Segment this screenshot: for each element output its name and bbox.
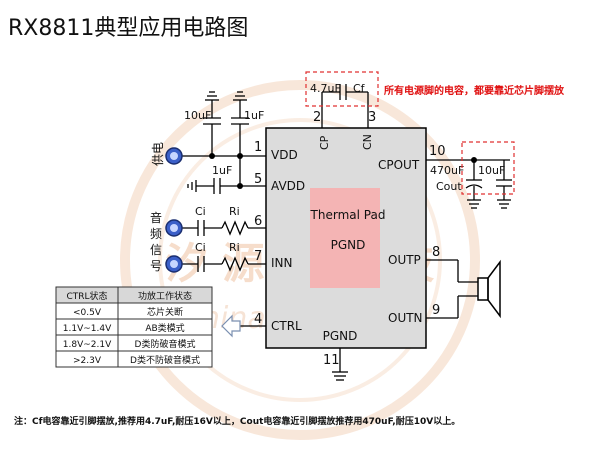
cap-avdd-label: 1uF [212,164,232,177]
pin-name-inn: INN [271,256,293,270]
junction-dot [237,183,243,189]
pin-number-9: 9 [432,303,440,318]
wires [178,84,512,381]
pin-name-cn: CN [361,134,374,150]
supply-label: 供电 [151,142,165,166]
pin-name-outp: OUTP [388,253,421,267]
table-header-ctrl: CTRL状态 [66,290,107,302]
pin-number-5: 5 [254,172,262,187]
junction-dot [237,153,243,159]
pin-number-3: 3 [368,110,376,125]
pin-name-ctrl: CTRL [271,319,302,333]
ci-label: Ci [195,241,206,254]
table-cell: 1.1V~1.4V [63,324,112,334]
table-cell: 1.8V~2.1V [63,340,112,350]
thermal-pad-label: Thermal Pad [310,208,386,222]
capacitor-placement-note: 所有电源脚的电容，都要靠近芯片脚摆放 [384,84,565,97]
table-cell: D类不防破音模式 [130,354,200,366]
ri-label: Ri [229,205,240,218]
audio-input-connector-icon[interactable] [165,219,183,237]
pin-number-2: 2 [313,110,321,125]
supply-connector-icon[interactable] [165,147,183,165]
speaker-icon [477,259,501,319]
pin-number-11: 11 [323,353,340,368]
table-cell: 芯片关断 [147,306,183,318]
audio-label-char: 号 [150,259,162,273]
pgnd-bottom-label: PGND [323,329,358,343]
pin-number-7: 7 [254,249,262,264]
cf-value-label: 4.7uF [310,82,341,95]
cout-value-label: 470uF [430,164,464,177]
pin-name-cpout: CPOUT [378,158,420,172]
cout-name-label: Cout [436,180,462,193]
audio-input-connector-icon[interactable] [165,255,183,273]
table-cell: >2.3V [73,356,102,366]
table-header-state: 功放工作状态 [138,290,192,302]
pin-number-1: 1 [254,140,262,155]
audio-label-char: 频 [150,227,162,241]
ctrl-arrow-icon [221,314,241,338]
ri-label: Ri [229,241,240,254]
cf-name-label: Cf [353,82,366,95]
thermal-pad [310,188,380,288]
table-cell: AB类模式 [145,322,184,334]
table-cell: <0.5V [73,308,102,318]
cout-highlight-box [461,141,515,195]
cap-1uf-label: 1uF [244,109,264,122]
pin-name-outn: OUTN [388,311,423,325]
pin-number-10: 10 [429,144,446,159]
pin-name-avdd: AVDD [271,179,305,193]
pin-number-6: 6 [254,214,262,229]
pin-number-4: 4 [254,312,262,327]
ctrl-state-table: CTRL状态 功放工作状态 <0.5V 芯片关断 1.1V~1.4V AB类模式… [55,286,213,368]
pin-number-8: 8 [432,245,440,260]
pin-name-cp: CP [318,135,331,150]
cf-highlight-box [305,71,379,107]
pin-name-vdd: VDD [271,148,298,162]
page-title: RX8811典型应用电路图 [8,16,248,41]
ci-label: Ci [195,205,206,218]
pgnd-center-label: PGND [331,238,366,252]
junction-dot [471,157,477,163]
table-cell: D类防破音模式 [135,338,196,350]
audio-label-char: 音 [150,210,162,225]
footnote: 注：Cf电容靠近引脚摆放,推荐用4.7uF,耐压16V以上，Cout电容靠近引脚… [14,415,460,427]
cap-10uf-label: 10uF [184,109,211,122]
cout-10uf-label: 10uF [478,164,505,177]
junction-dot [209,153,215,159]
audio-label-char: 信 [150,243,162,257]
